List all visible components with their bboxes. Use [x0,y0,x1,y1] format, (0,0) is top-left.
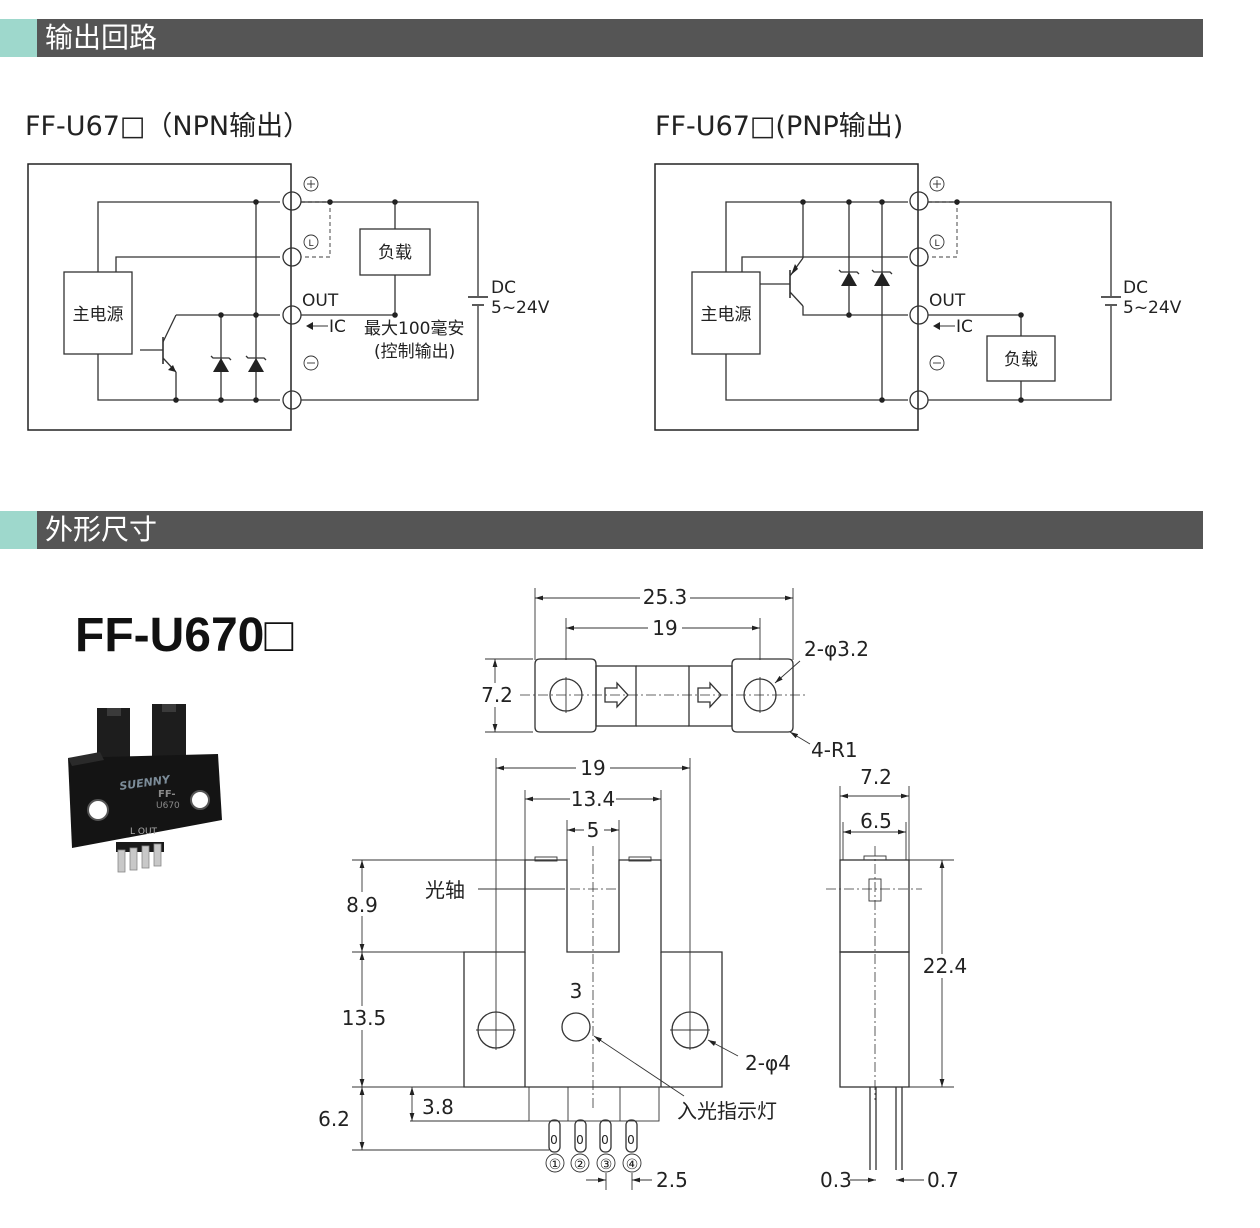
out-label: OUT [302,291,339,311]
zener-diode-icon [213,358,229,372]
dc-label: DC [491,278,516,298]
voltage-label: 5~24V [491,298,550,318]
pin-label-4: ④ [626,1157,639,1173]
zener-diode-icon [841,272,857,286]
dim-front-slot-outer: 13.4 [571,787,616,811]
dim-top-hole: 2-φ3.2 [804,637,869,661]
l-link-dashed [928,201,958,258]
sensor-box [27,163,292,431]
dim-top-height: 7.2 [481,683,513,707]
npn-circuit-title: FF-U67□（NPN输出） [25,111,311,142]
zener-diode-icon [248,358,264,372]
dim-body-height: 13.5 [342,1006,387,1030]
l-icon [303,234,319,250]
svg-text:0: 0 [550,1133,558,1147]
front-view: 19 13.4 5 光轴 2-φ4 3 入光指示灯 [316,756,791,1192]
voltage-label: 5~24V [1123,298,1182,318]
svg-text:0: 0 [576,1133,584,1147]
load-label: 负载 [1004,350,1038,370]
terminal-minus [282,390,302,410]
pin-label-3: ③ [600,1157,613,1173]
dim-pin-offset: 3.8 [422,1095,454,1119]
pnp-circuit-diagram: 主电源 L DC 5~24V 负载 OUT IC [654,163,1182,431]
pnp-circuit-title: FF-U67□(PNP输出) [655,111,904,142]
dim-mount-hole: 2-φ4 [745,1051,791,1075]
dim-pin-pitch: 2.5 [656,1168,688,1192]
terminal-l [282,247,302,267]
plus-icon [303,176,319,192]
terminal-out [282,305,302,325]
indicator-label: 入光指示灯 [677,1099,777,1123]
main-power-label: 主电源 [701,305,752,325]
max-current-label: 最大100毫安 [364,319,464,339]
terminal-plus [282,191,302,211]
zener-diode-icon [874,272,890,286]
dim-top-width: 25.3 [643,585,688,609]
l-icon [929,234,945,250]
led-number-label: 3 [570,979,583,1003]
section-accent [0,19,37,57]
control-output-label: (控制输出) [374,342,455,362]
indicator-led [561,1012,591,1042]
minus-icon [929,355,945,371]
dim-pin-thickness: 0.3 [820,1168,852,1192]
terminal-text: L OUT [130,827,158,837]
terminal-plus [909,191,929,211]
dim-radius: 4-R1 [811,738,858,762]
terminal-minus [909,390,929,410]
section-title: 外形尺寸 [45,513,158,546]
terminal-out [909,305,929,325]
dc-label: DC [1123,278,1148,298]
dim-pin-width: 0.7 [927,1168,959,1192]
optical-axis-label: 光轴 [425,878,465,902]
dim-top-hole-pitch: 19 [652,616,677,640]
ic-label: IC [956,317,973,337]
section-accent [0,511,37,549]
l-link-dashed [301,201,331,258]
dim-side-height: 22.4 [923,954,968,978]
section-header-output-circuit: 输出回路 [0,19,1203,57]
dim-pin-length: 6.2 [318,1107,350,1131]
dim-front-width: 19 [580,756,605,780]
svg-text:L: L [934,239,939,249]
pin-label-2: ② [574,1157,587,1173]
out-label: OUT [929,291,966,311]
plus-icon [929,176,945,192]
dim-side-inner: 6.5 [860,809,892,833]
load-label: 负载 [378,243,412,263]
product-label-bottom: U670 [156,801,180,811]
minus-icon [303,355,319,371]
dim-slot-depth: 8.9 [346,893,378,917]
dim-front-slot: 5 [587,818,600,842]
main-power-label: 主电源 [73,305,124,325]
top-view: 25.3 19 7.2 2-φ3.2 4-R1 [478,585,869,762]
side-view: 7.2 6.5 22.4 0.3 0.7 [820,765,967,1192]
section-header-dimensions: 外形尺寸 [0,511,1203,549]
svg-text:L: L [308,239,313,249]
dim-side-width: 7.2 [860,765,892,789]
product-photo: SUENNY FF- U670 L OUT [68,704,222,873]
pin-label-1: ① [549,1157,562,1173]
arrow-right-icon [697,681,722,709]
arrow-right-icon [604,681,629,709]
product-model-title: FF-U670□ [75,609,294,662]
dimension-drawing: 25.3 19 7.2 2-φ3.2 4-R1 19 [316,585,967,1192]
sensor-box [654,163,919,431]
svg-text:0: 0 [627,1133,635,1147]
terminal-l [909,247,929,267]
svg-text:0: 0 [601,1133,609,1147]
section-title: 输出回路 [45,21,158,54]
product-label-top: FF- [158,789,176,800]
npn-circuit-diagram: 主电源 L DC 5~24V 负载 OUT IC 最大100毫安 (控制输出) [27,163,550,431]
ic-label: IC [329,317,346,337]
